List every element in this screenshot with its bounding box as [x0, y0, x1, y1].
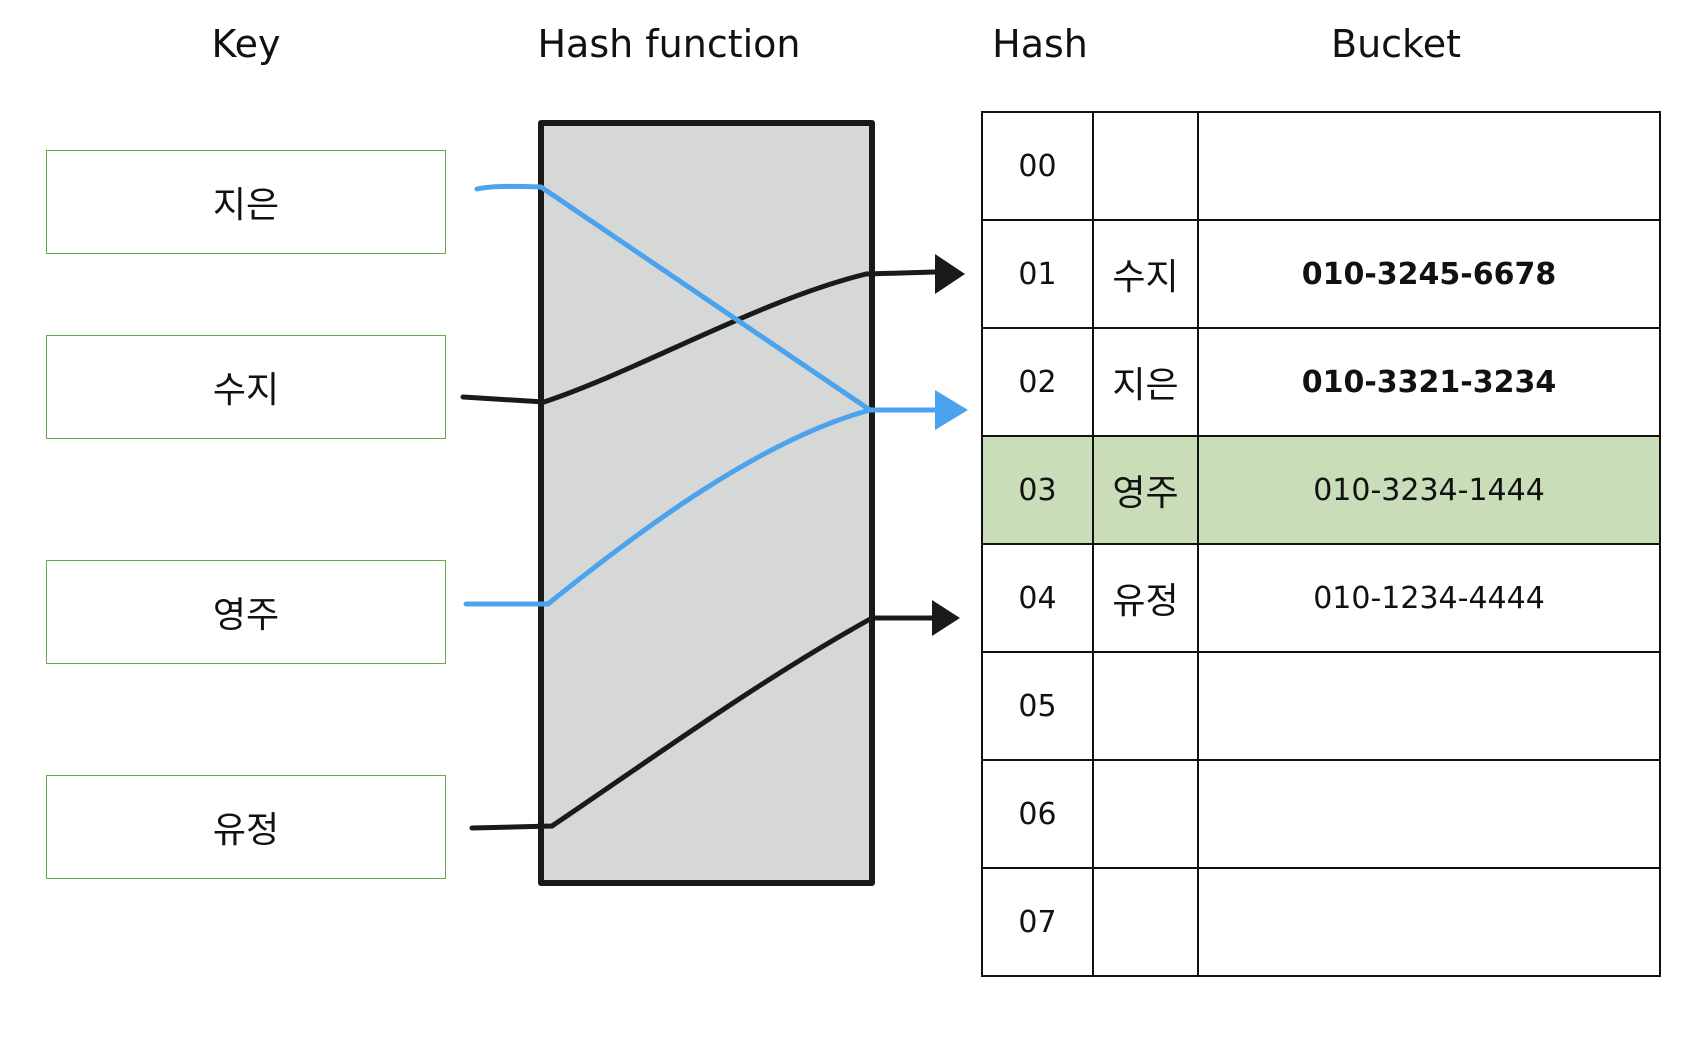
- arrowhead-yujeong: [932, 600, 960, 636]
- key-box-jieun: 지은: [46, 150, 446, 254]
- name-cell: 유정: [1092, 543, 1199, 653]
- name-cell: [1092, 867, 1199, 977]
- table-row: 04 유정 010-1234-4444: [981, 543, 1661, 653]
- arrowhead-suji: [935, 254, 965, 294]
- header-bucket: Bucket: [1331, 22, 1461, 66]
- table-row: 00: [981, 111, 1661, 221]
- header-key: Key: [211, 22, 281, 66]
- table-row: 01 수지 010-3245-6678: [981, 219, 1661, 329]
- table-row: 05: [981, 651, 1661, 761]
- key-box-suji: 수지: [46, 335, 446, 439]
- header-hash-function: Hash function: [537, 22, 801, 66]
- name-cell: [1092, 759, 1199, 869]
- phone-cell: 010-3234-1444: [1197, 435, 1661, 545]
- hash-cell: 06: [981, 759, 1094, 869]
- name-cell: [1092, 111, 1199, 221]
- header-hash: Hash: [992, 22, 1088, 66]
- table-row-highlighted: 03 영주 010-3234-1444: [981, 435, 1661, 545]
- mapping-line-suji: [460, 269, 938, 405]
- mapping-line-youngju: [463, 407, 873, 607]
- hash-cell: 03: [981, 435, 1094, 545]
- hash-cell: 00: [981, 111, 1094, 221]
- phone-cell: [1197, 111, 1661, 221]
- phone-cell: [1197, 867, 1661, 977]
- hash-cell: 04: [981, 543, 1094, 653]
- name-cell: [1092, 651, 1199, 761]
- key-box-yujeong: 유정: [46, 775, 446, 879]
- key-box-youngju: 영주: [46, 560, 446, 664]
- phone-cell: 010-1234-4444: [1197, 543, 1661, 653]
- name-cell: 수지: [1092, 219, 1199, 329]
- bucket-table: 00 01 수지 010-3245-6678 02 지은 010-3321-32…: [981, 111, 1661, 977]
- hash-function-box: [538, 120, 875, 886]
- phone-cell: [1197, 651, 1661, 761]
- mapping-line-jieun: [474, 183, 938, 413]
- arrowhead-blue: [935, 390, 968, 430]
- name-cell: 영주: [1092, 435, 1199, 545]
- mapping-line-yujeong: [469, 615, 935, 831]
- table-row: 02 지은 010-3321-3234: [981, 327, 1661, 437]
- hash-cell: 02: [981, 327, 1094, 437]
- name-cell: 지은: [1092, 327, 1199, 437]
- phone-cell: 010-3245-6678: [1197, 219, 1661, 329]
- table-row: 07: [981, 867, 1661, 977]
- phone-cell: 010-3321-3234: [1197, 327, 1661, 437]
- hash-cell: 05: [981, 651, 1094, 761]
- table-row: 06: [981, 759, 1661, 869]
- phone-cell: [1197, 759, 1661, 869]
- hash-cell: 07: [981, 867, 1094, 977]
- hash-cell: 01: [981, 219, 1094, 329]
